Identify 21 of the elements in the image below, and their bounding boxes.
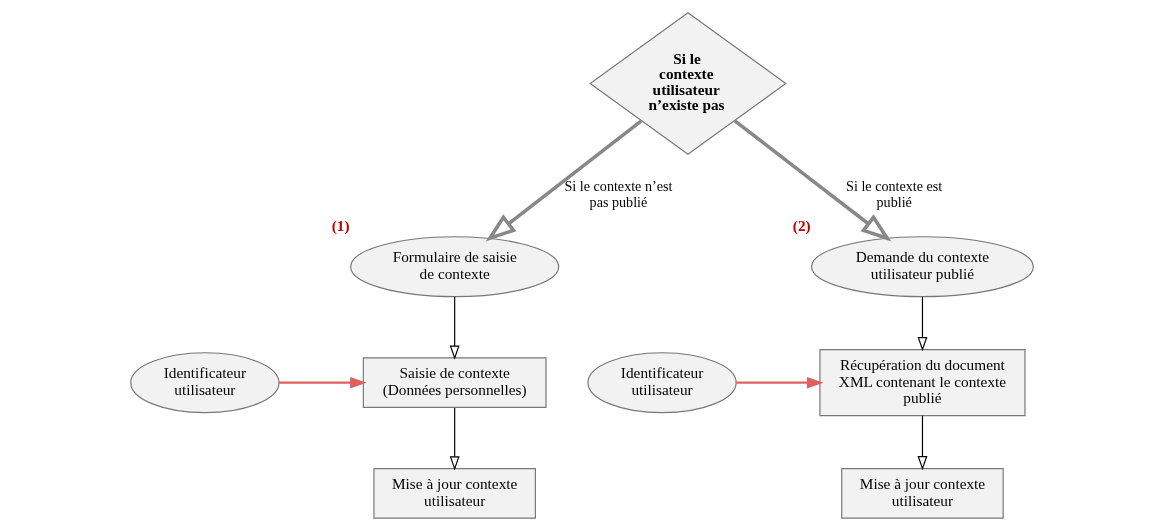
edge-label: Si le contexte n’est pas publié — [564, 178, 672, 210]
arrow — [917, 415, 927, 471]
node-ellipse: Formulaire de saisie de contexte — [349, 236, 559, 298]
node-ellipse: Demande du contexte utilisateur publié — [810, 236, 1034, 298]
node-label: (2) — [792, 217, 811, 235]
arrow — [449, 296, 460, 360]
node-label: (1) — [331, 217, 350, 235]
node-box: Mise à jour contexte utilisateur — [840, 468, 1004, 519]
edge-label: Si le contexte est publié — [845, 178, 942, 210]
node-box: Récupération du document XML contenant le contexte publié — [818, 349, 1026, 417]
arrow — [449, 407, 460, 471]
arrow — [735, 376, 823, 389]
arrow — [733, 119, 891, 242]
arrow — [485, 119, 642, 242]
node-ellipse: Identificateur utilisateur — [586, 352, 737, 414]
node-box: Mise à jour contexte utilisateur — [372, 468, 536, 519]
node-ellipse: Identificateur utilisateur — [129, 352, 280, 414]
arrow — [278, 376, 367, 389]
arrow — [917, 296, 927, 352]
node-diamond: Si le contexte utilisateur n’existe pas — [588, 12, 787, 155]
node-box: Saisie de contexte (Données personnelles) — [362, 357, 547, 409]
